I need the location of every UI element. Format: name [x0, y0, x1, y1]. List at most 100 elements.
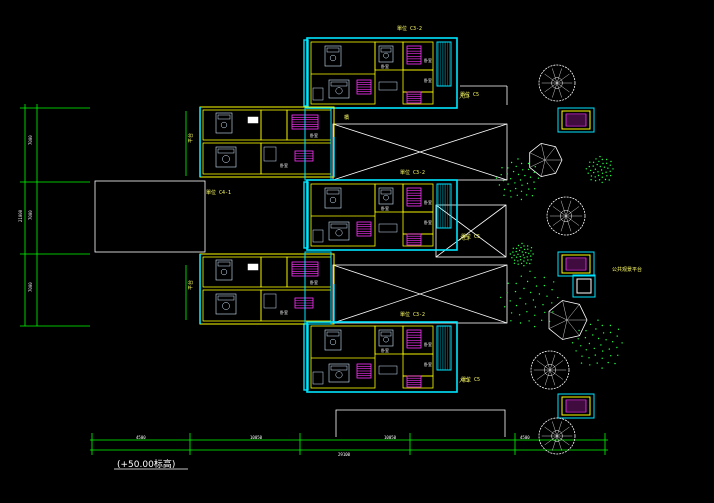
unit-stair-left: [356, 79, 372, 95]
tree-canopy: [530, 350, 570, 390]
shrub-dot: [534, 325, 536, 328]
unit-entry-label: 入口: [459, 236, 469, 242]
shrub-dot: [530, 250, 532, 252]
shrub-dot: [530, 255, 532, 257]
shrub-dot: [617, 328, 620, 330]
shrub-dot: [510, 196, 512, 198]
bed: [324, 45, 342, 67]
left-sink: [247, 263, 259, 271]
shrub-dot: [590, 169, 592, 172]
shrub-dot: [599, 165, 601, 168]
unit-bath: [312, 87, 324, 101]
left-bath: [263, 146, 277, 162]
shrub-dot: [495, 177, 498, 179]
shrub-dot: [592, 165, 594, 167]
tree-core: [544, 364, 556, 376]
shrub-dot: [604, 178, 607, 181]
unit-room-right-bot: [402, 91, 434, 105]
pavilion-stair-0: [565, 113, 587, 127]
shrub-dot: [517, 253, 519, 255]
dim-left-total: 21000: [18, 209, 23, 222]
shrub-dot: [590, 179, 592, 181]
unit-outer-wall: [306, 179, 458, 251]
room-label: 卧室: [310, 132, 318, 138]
courtyard-label: 橋: [344, 114, 349, 121]
unit-stair-left: [356, 363, 372, 379]
tree-branch: [549, 354, 556, 371]
unit-bath: [312, 371, 324, 385]
shrub-dot: [578, 329, 580, 332]
shrub-dot: [513, 262, 516, 264]
shrub-dot: [515, 256, 518, 258]
shrub-dot: [594, 168, 597, 170]
pavilion-stair-1: [565, 257, 587, 271]
shrub-dot: [543, 284, 546, 287]
shrub-dot: [527, 162, 530, 165]
unit-bath: [312, 229, 324, 243]
unit-stair-top: [406, 187, 422, 207]
shrub-dot: [529, 262, 531, 265]
corridor-upper: [304, 107, 332, 181]
shrub-dot: [607, 361, 609, 364]
left-room-mid: [260, 256, 288, 288]
shrub-dot: [533, 171, 535, 174]
shrub-dot: [596, 163, 598, 166]
unit-stair-bottom: [406, 375, 422, 388]
shrub-dot: [594, 180, 597, 182]
shrub-dot: [584, 337, 587, 339]
shrub-dot: [534, 276, 536, 279]
shrub-dot: [520, 190, 523, 192]
shrub-dot: [520, 162, 523, 165]
shrub-dot: [592, 334, 594, 336]
shrub-dot: [524, 174, 526, 177]
shrub-dot: [621, 342, 623, 344]
left-stair-bottom: [294, 150, 314, 162]
shrub-dot: [521, 242, 523, 245]
unit-side-bottom: 單位 C5: [461, 376, 480, 383]
left-side-label: 平台: [187, 280, 194, 290]
unit-stair-bottom: [406, 233, 422, 246]
shrub-dot: [616, 335, 618, 337]
shrub-dot: [519, 179, 522, 181]
tree-branch: [541, 143, 546, 161]
unit-side-top: 單位 C5: [460, 91, 479, 98]
pillow: [330, 365, 348, 371]
furniture-detail: [329, 196, 337, 204]
shrub-dot: [609, 331, 612, 334]
bed: [215, 259, 233, 281]
tree-branch: [536, 360, 551, 371]
shrub-dot: [593, 171, 595, 174]
shrub-dot: [538, 293, 541, 295]
tree-branch: [556, 73, 570, 84]
dim-bottom-total: 29100: [338, 452, 351, 457]
shrub-dot: [509, 190, 512, 192]
shrub-dot: [587, 172, 589, 174]
unit-stair-left: [356, 221, 372, 237]
stair-outline: [406, 45, 422, 65]
shrub-dot: [577, 338, 579, 340]
shrub-dot: [515, 304, 518, 307]
bed: [215, 146, 237, 168]
tree-branch: [556, 82, 562, 98]
furniture-detail: [335, 371, 343, 379]
shrub-dot: [522, 169, 524, 171]
shrub-dot: [517, 244, 520, 247]
shrub-dot: [532, 299, 535, 301]
shrub-dot: [526, 280, 529, 283]
shrub-dot: [520, 246, 522, 249]
shrub-dot: [605, 171, 607, 173]
furniture-detail: [329, 338, 337, 346]
stair-outline: [406, 187, 422, 207]
shrub-dot: [533, 181, 535, 183]
shrub-dot: [612, 341, 614, 343]
room-label: 卧室: [424, 57, 432, 63]
shrub-dot: [513, 254, 515, 256]
tree-canopy: [548, 300, 588, 340]
shrub-dot: [511, 257, 513, 259]
tree-branch: [552, 421, 558, 437]
shrub-dot: [510, 161, 513, 164]
left-side-label: 平台: [187, 133, 194, 143]
shrub-dot: [598, 160, 600, 163]
shrub-dot: [530, 259, 532, 261]
dimension-lines: [20, 104, 608, 455]
